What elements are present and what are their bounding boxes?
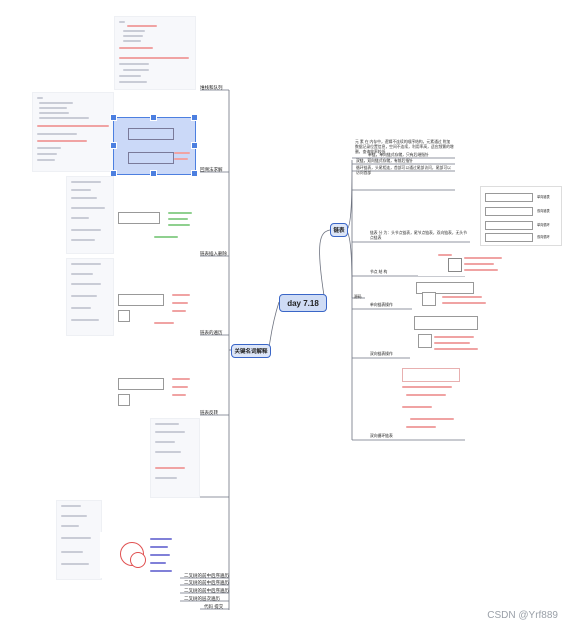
type-label-single-circular: 单向循环	[537, 223, 550, 227]
resize-handle-left[interactable]	[110, 142, 117, 149]
right-item-circular[interactable]: 循环链表，头尾相连，首部可以通过尾部访问，尾部可以访问首部	[356, 166, 451, 175]
diagram-thumbnail-7	[100, 532, 180, 578]
resize-handle-right[interactable]	[191, 142, 198, 149]
resize-handle-top[interactable]	[150, 114, 157, 121]
type-label-double: 双向链表	[537, 209, 550, 213]
right-item-double[interactable]: 双链，双向链式存储，有前后指针	[356, 159, 413, 163]
left-item-tree-level[interactable]: 二叉树的层次遍历	[184, 596, 220, 601]
resize-handle-top-right[interactable]	[191, 114, 198, 121]
left-item-submit[interactable]: 代码 提交	[204, 604, 224, 609]
central-topic[interactable]: day 7.18	[279, 294, 327, 312]
right-item-types[interactable]: 链表 分 为：头节点链表，尾节点链表，双向链表，无头节点链表	[370, 231, 468, 240]
linked-list-types-image: 单向链表 双向链表 单向循环 双向循环	[480, 186, 562, 246]
left-item-traversal[interactable]: 链表的遍历	[200, 330, 223, 335]
left-item-tree-order-2[interactable]: 二叉树的前中后序遍历	[184, 580, 229, 585]
code-thumbnail-6	[150, 418, 200, 498]
diagram-thumbnail-3	[114, 206, 194, 252]
left-item-tree-order-1[interactable]: 二叉树的前中后序遍历	[184, 573, 229, 578]
double-circular-image	[396, 362, 466, 436]
source-handle[interactable]: 源码	[354, 295, 362, 299]
branch-linked-list[interactable]: 链表	[330, 223, 348, 237]
left-item-stack-queue[interactable]: 堆栈和队列	[200, 85, 223, 90]
node-structure-image	[418, 252, 506, 276]
linked-list-summary: 元 素 在 内存中，逻辑不连续的顺序结构，元素通过 附加 数据记录位置信息，空间…	[355, 140, 454, 154]
resize-handle-top-left[interactable]	[110, 114, 117, 121]
resize-handle-bottom[interactable]	[150, 170, 157, 177]
left-item-reverse[interactable]: 链表反转	[200, 410, 218, 415]
code-thumbnail-4	[66, 258, 114, 336]
watermark: CSDN @Yrf889	[487, 610, 558, 621]
code-thumbnail-1	[114, 16, 196, 90]
code-thumbnail-7	[56, 500, 102, 580]
double-ops-image	[410, 312, 490, 360]
right-item-node-structure[interactable]: 节点 结 构	[370, 270, 388, 274]
right-item-double-circular[interactable]: 双向循环链表	[370, 434, 393, 438]
diagram-thumbnail-5	[114, 372, 194, 414]
left-item-insert-delete[interactable]: 链表插入删除	[200, 251, 227, 256]
right-item-double-ops[interactable]: 双向链表操作	[370, 352, 393, 356]
selected-image[interactable]	[113, 117, 196, 175]
left-item-backtracking[interactable]: 回溯法求解	[200, 167, 223, 172]
code-thumbnail-3	[66, 176, 114, 254]
left-item-tree-order-3[interactable]: 二叉树的前中后序遍历	[184, 588, 229, 593]
type-label-double-circular: 双向循环	[537, 235, 550, 239]
right-item-single-ops[interactable]: 单向链表操作	[370, 303, 393, 307]
diagram-thumbnail-4	[114, 290, 194, 334]
code-thumbnail-2	[32, 92, 114, 172]
right-item-single[interactable]: 单链，单向链式存储，只有后继指针	[368, 153, 429, 157]
type-label-single: 单向链表	[537, 195, 550, 199]
resize-handle-bottom-right[interactable]	[191, 170, 198, 177]
branch-key-terms[interactable]: 关键名词解释	[231, 344, 271, 358]
